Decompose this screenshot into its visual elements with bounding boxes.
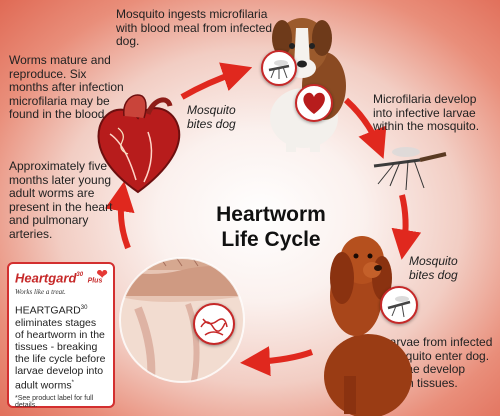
arrow-mosquito-to-dog [391, 194, 422, 260]
step-mosquito-ingests: Mosquito ingests microfilaria with blood… [116, 7, 273, 48]
step-young-adult: Approximately five months later young ad… [9, 159, 113, 241]
brand-tagline: Works like a treat. [15, 288, 66, 297]
heart-icon [97, 94, 181, 194]
heart-inset-bubble [295, 84, 333, 122]
heartgard-promo-box: Heartgard30 Plus ❤ Works like a treat. H… [7, 262, 115, 410]
mosquito-inset-bubble [261, 50, 297, 86]
heart-logo-icon: ❤ [96, 266, 108, 282]
step-microfilaria-develop: Microfilaria develop into infective larv… [373, 92, 480, 133]
promo-footnote: *See product label for full details. [15, 395, 94, 410]
arrow-tissue-to-heart [104, 181, 135, 250]
step-worms-mature: Worms mature and reproduce. Six months a… [9, 53, 124, 121]
mosquito-icon [373, 147, 447, 191]
brand-logo: Heartgard30 Plus [15, 270, 103, 286]
dog-bottom-image [324, 236, 412, 416]
promo-description: HEARTGARD30 eliminates stages of heartwo… [15, 304, 106, 392]
mosquito-bite-bubble [380, 286, 418, 324]
arrow-dog-to-tissue [240, 346, 314, 377]
arrow-heart-to-dog [180, 62, 253, 100]
arrow-dog-to-mosquito [343, 97, 387, 159]
larvae-inset-bubble [193, 303, 235, 345]
